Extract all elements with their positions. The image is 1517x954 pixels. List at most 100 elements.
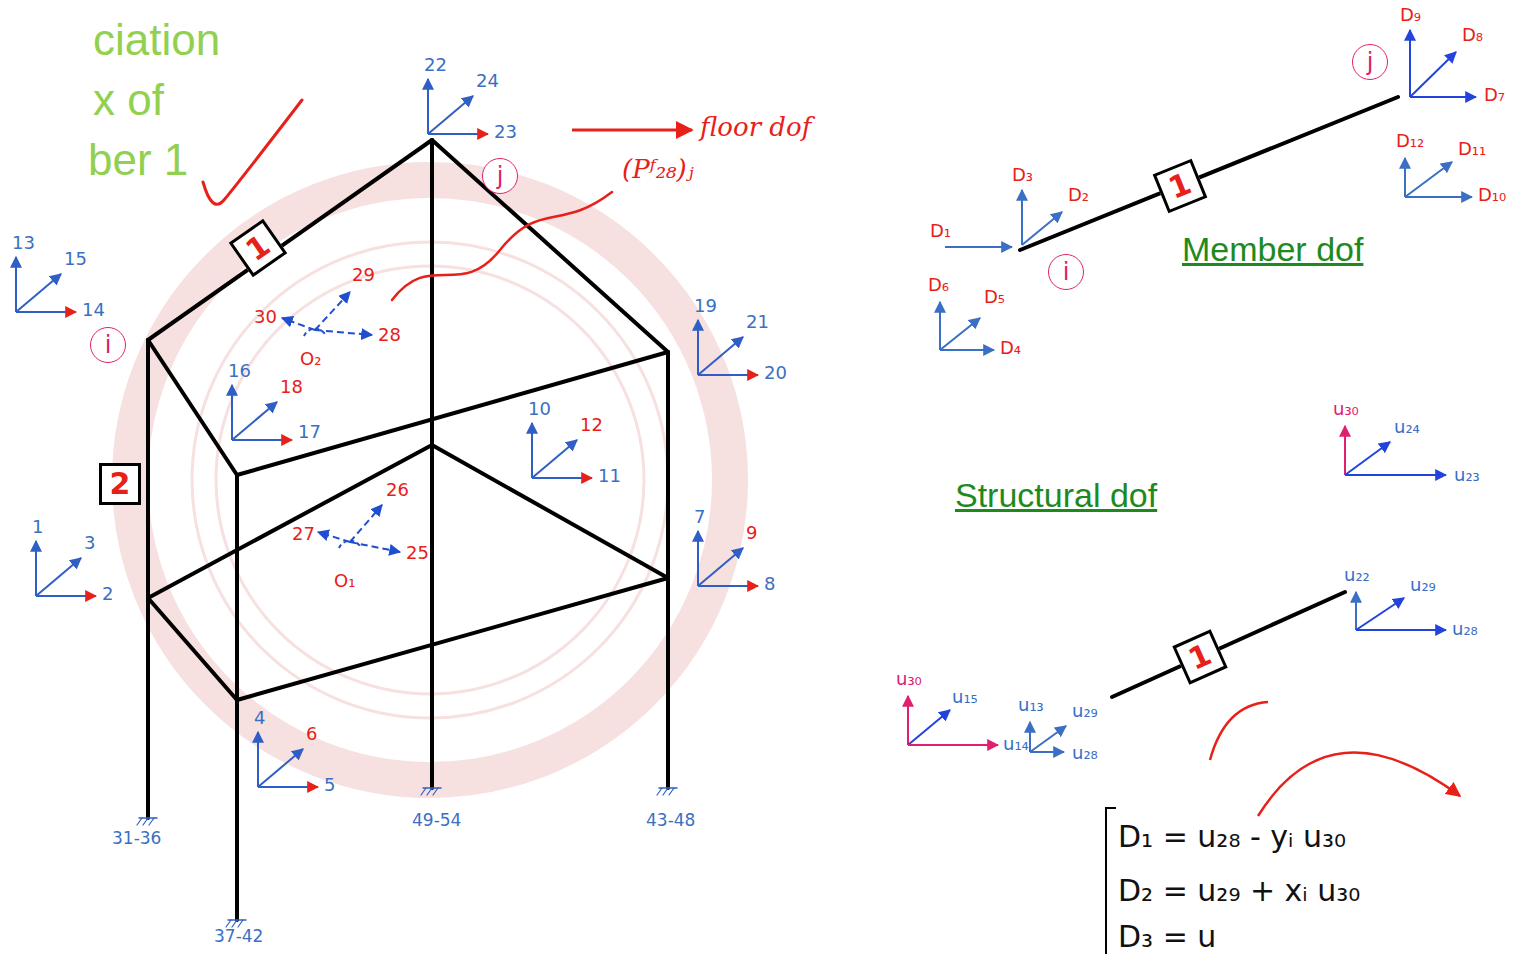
floor-dof-arrow: [318, 532, 350, 542]
dof-arrow: [698, 337, 743, 375]
dof-number: D₃: [1012, 166, 1033, 184]
dof-arrow: [36, 595, 96, 597]
dof-arrow: [16, 274, 61, 312]
dof-arrow: [1356, 598, 1404, 630]
dof-number: 10: [528, 400, 551, 418]
dof-number: 22: [424, 56, 447, 74]
dof-number: D₁₂: [1396, 132, 1424, 150]
dof-arrow: [258, 786, 318, 788]
dof-number: u₁₄: [1003, 735, 1029, 753]
dof-arrow: [1030, 726, 1066, 752]
dof-number: u₃₀: [896, 670, 922, 688]
floor-dof-arrow: [315, 292, 350, 330]
dof-number: D₇: [1484, 86, 1505, 104]
floor-rotation: [339, 541, 361, 548]
support-dof-range: 37-42: [214, 928, 263, 945]
dof-number: 21: [746, 313, 769, 331]
fixed-support-hatch: [427, 788, 432, 795]
dof-number: 20: [764, 364, 787, 382]
fixed-support-hatch: [232, 920, 237, 927]
dof-number: D₉: [1400, 6, 1421, 24]
end-letter: i: [1063, 260, 1070, 284]
dof-number: 14: [82, 301, 105, 319]
member-line: [1020, 97, 1398, 250]
support-dof-range: 31-36: [112, 830, 161, 847]
frame-member: [148, 140, 432, 340]
dof-number: D₂: [1068, 186, 1089, 204]
dof-number: 7: [694, 508, 705, 526]
dof-arrow: [1345, 474, 1446, 476]
dof-number: 18: [280, 378, 303, 396]
dof-number: u₂₃: [1454, 466, 1480, 484]
member-line: [1112, 592, 1345, 697]
dof-arrow: [232, 402, 277, 440]
dof-number: u₁₃: [1018, 696, 1044, 714]
dof-number: u₃₀: [1333, 400, 1359, 418]
dof-number: D₅: [984, 288, 1005, 306]
dof-arrow: [1405, 196, 1472, 198]
dof-number: 29: [352, 266, 375, 284]
dof-arrow: [945, 246, 1012, 248]
member-number-box: 1: [1153, 159, 1208, 214]
frame-member: [666, 352, 670, 788]
floor-rotation: [304, 329, 326, 336]
figure-title: Member dof: [1182, 232, 1363, 266]
dof-number: D₆: [928, 276, 949, 294]
member-number: 2: [110, 469, 131, 499]
dof-number: 25: [406, 544, 429, 562]
dof-number: u₁₅: [952, 688, 978, 706]
dof-number: 24: [476, 72, 499, 90]
dof-number: O₂: [300, 350, 321, 368]
frame-member: [430, 140, 434, 788]
slide-heading-fragment: ciation: [93, 18, 220, 62]
member-number: 1: [1165, 168, 1196, 204]
dof-arrow: [1344, 426, 1346, 475]
dof-number: 4: [254, 709, 265, 727]
figure-title: Structural dof: [955, 478, 1157, 512]
dof-number: O₁: [334, 572, 355, 590]
dof-arrow: [427, 79, 429, 134]
dof-arrow: [1355, 592, 1357, 630]
dof-arrow: [16, 311, 76, 313]
dof-number: D₁₁: [1458, 140, 1486, 158]
dof-arrow: [1409, 30, 1411, 97]
dof-number: 5: [324, 776, 335, 794]
fixed-support-hatch: [143, 818, 148, 825]
fixed-support-hatch: [149, 818, 154, 825]
fixed-support-hatch: [137, 818, 142, 825]
dof-arrow: [1410, 96, 1476, 98]
end-node-circle: i: [90, 327, 126, 363]
equation-ground: [1100, 802, 1517, 954]
dof-arrow: [697, 531, 699, 586]
dof-number: D₁₀: [1478, 186, 1506, 204]
dof-arrow: [257, 732, 259, 787]
dof-number: 16: [228, 362, 251, 380]
dof-number: 23: [494, 123, 517, 141]
support-dof-range: 49-54: [412, 812, 461, 829]
dof-arrow: [572, 129, 692, 132]
dof-arrow: [428, 96, 473, 134]
equation-line: D₂ = u₂₉ + xᵢ u₃₀: [1118, 876, 1360, 906]
slide-heading-fragment: ber 1: [88, 138, 188, 182]
dof-arrow: [258, 749, 303, 787]
dof-number: 28: [378, 326, 401, 344]
dof-arrow: [532, 440, 577, 478]
dof-arrow: [698, 548, 743, 586]
dof-arrow: [35, 541, 37, 596]
dof-number: u₂₄: [1394, 418, 1420, 436]
end-letter: j: [1367, 50, 1374, 74]
end-letter: i: [105, 333, 112, 357]
dof-number: 6: [306, 725, 317, 743]
fixed-support-hatch: [421, 788, 426, 795]
dof-number: u₂₈: [1452, 620, 1478, 638]
check-mark: [203, 100, 302, 204]
dof-arrow: [1410, 52, 1456, 97]
dof-arrow: [36, 558, 81, 596]
dof-number: 27: [292, 525, 315, 543]
dof-arrow: [1405, 162, 1452, 197]
dof-number: 8: [764, 575, 775, 593]
fixed-support-hatch: [657, 788, 662, 795]
end-node-circle: j: [482, 158, 518, 194]
dof-arrow: [15, 257, 17, 312]
